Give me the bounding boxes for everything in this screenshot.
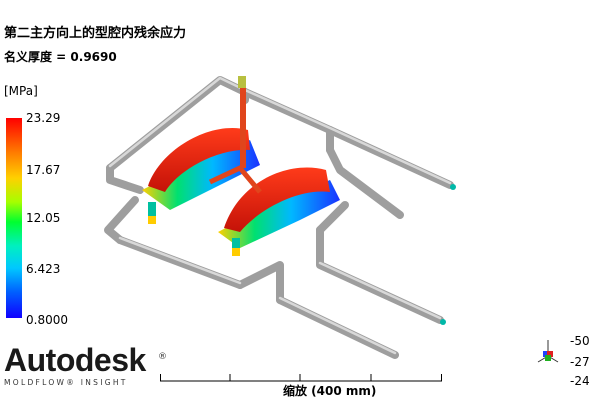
orientation-y: -27 — [570, 355, 590, 369]
runner-system — [208, 76, 262, 194]
orientation-x: -50 — [570, 334, 590, 348]
legend-tick-4: 6.423 — [26, 262, 61, 276]
scale-label: 缩放 (400 mm) — [283, 384, 377, 398]
nominal-thickness: 名义厚度 = 0.9690 — [4, 50, 117, 64]
legend-unit: [MPa] — [4, 84, 38, 98]
legend-tick-2: 17.67 — [26, 163, 61, 177]
model-viewport[interactable] — [90, 70, 470, 370]
orientation-z: -24 — [570, 374, 590, 388]
plot-title: 第二主方向上的型腔内残余应力 — [4, 26, 187, 41]
registered-mark: ® — [158, 352, 167, 362]
legend-tick-min: 0.8000 — [26, 313, 68, 327]
orientation-triad-icon[interactable] — [536, 338, 560, 368]
color-scale-bar — [6, 118, 22, 318]
scale-bar — [160, 374, 442, 382]
molded-part-left — [142, 128, 260, 224]
autodesk-logo: Autodesk — [4, 342, 146, 378]
channel-highlights — [108, 76, 452, 355]
legend-tick-max: 23.29 — [26, 111, 61, 125]
moldflow-insight-label: MOLDFLOW® INSIGHT — [4, 378, 128, 387]
channel-inlet-markers — [440, 184, 456, 325]
molded-part-right — [218, 167, 340, 256]
legend-tick-3: 12.05 — [26, 211, 61, 225]
